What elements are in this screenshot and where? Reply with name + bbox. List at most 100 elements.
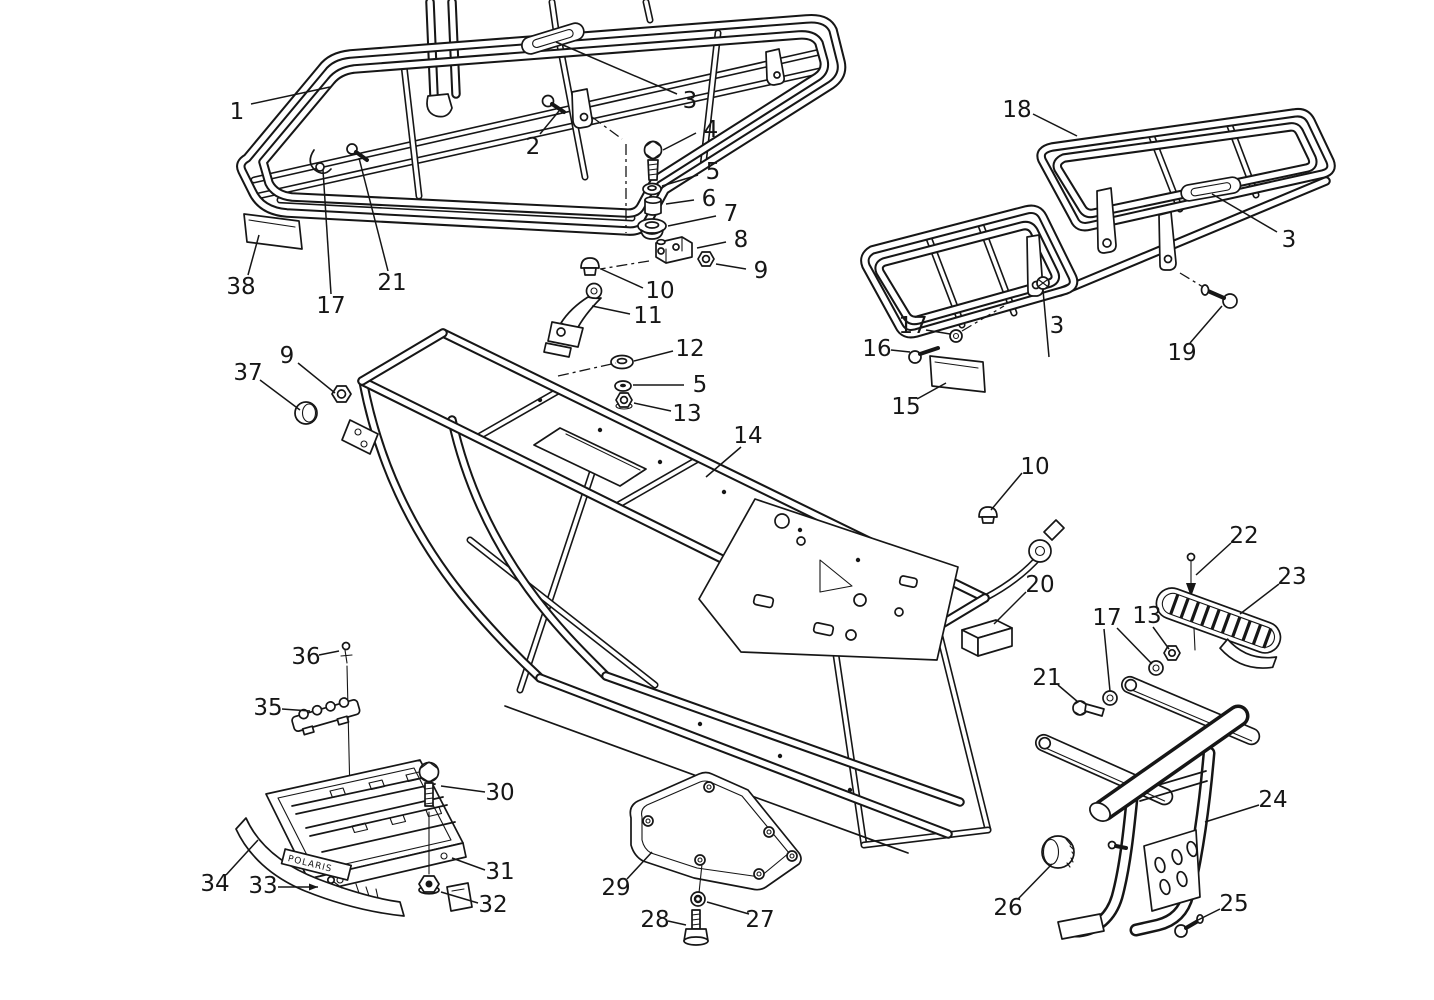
nut-part-13	[615, 392, 633, 410]
callout-label-7: 7	[724, 201, 739, 227]
leader-line-26	[1017, 863, 1053, 900]
rack-slot-bracket	[1180, 176, 1242, 202]
cap-part-10b	[978, 506, 998, 524]
bracket-part-35	[291, 697, 361, 736]
callout-label-13: 13	[672, 401, 701, 427]
leader-line-32	[440, 891, 479, 904]
callout-label-6: 6	[702, 186, 717, 212]
callout-label-37: 37	[233, 360, 262, 386]
callout-label-30: 30	[485, 780, 514, 806]
callout-label-17: 17	[1092, 605, 1121, 631]
bolt-part-28	[683, 909, 709, 946]
cap-part-37	[294, 401, 318, 425]
leader-line-8	[696, 241, 727, 249]
rear-arm-eyelet	[1028, 519, 1065, 563]
leader-line-35	[281, 708, 311, 712]
front-rack	[236, 0, 847, 250]
callout-label-25: 25	[1219, 891, 1248, 917]
callout-label-8: 8	[734, 227, 749, 253]
plate-part-15	[929, 355, 986, 393]
callout-label-17: 17	[316, 293, 345, 319]
skid-plate-assembly	[629, 771, 802, 946]
callout-label-22: 22	[1229, 523, 1258, 549]
callout-label-32: 32	[478, 892, 507, 918]
callout-label-19: 19	[1167, 340, 1196, 366]
leader-line-3	[1211, 193, 1278, 233]
leader-line-3	[555, 41, 678, 95]
callout-label-14: 14	[733, 423, 762, 449]
main-frame	[341, 328, 1065, 854]
nut-part-9	[697, 251, 715, 267]
callout-label-1: 1	[230, 99, 245, 125]
leader-line-17	[1103, 628, 1111, 692]
callout-label-15: 15	[891, 394, 920, 420]
screw-part-33	[326, 875, 343, 889]
bolt-part-21b	[1072, 700, 1105, 717]
leader-line-4	[662, 132, 697, 151]
callout-layer: 1234567891011125131437917213818331716151…	[200, 41, 1307, 933]
callout-label-10: 10	[1020, 454, 1049, 480]
leader-line-36	[318, 650, 340, 656]
skid-plate-holes	[642, 781, 798, 880]
leader-line-25	[1195, 908, 1221, 922]
leader-line-15	[916, 382, 947, 400]
callout-label-34: 34	[200, 871, 229, 897]
leader-line-11	[591, 305, 631, 315]
leader-line-13	[1152, 626, 1170, 650]
callout-label-11: 11	[633, 303, 662, 329]
block-part-20	[961, 619, 1013, 657]
pin-part-36	[340, 641, 353, 664]
leader-line-21	[1057, 684, 1079, 703]
knob-part-26	[1041, 835, 1075, 869]
footrest-pad-part-23	[1155, 587, 1282, 669]
callout-label-24: 24	[1258, 787, 1287, 813]
bolt-part-3-mount	[1036, 276, 1050, 290]
bolt-part-4	[643, 140, 663, 181]
callout-label-21: 21	[377, 270, 406, 296]
leader-line-17	[1116, 627, 1153, 665]
hook-part-17	[309, 149, 332, 175]
leader-line-3	[1042, 289, 1050, 358]
gusset-plate	[698, 498, 959, 661]
leader-arrowhead	[309, 883, 318, 891]
frame-rivets	[537, 397, 861, 793]
callout-label-38: 38	[226, 274, 255, 300]
leader-line-37	[259, 379, 301, 411]
leader-line-23	[1239, 583, 1280, 615]
leader-line-6	[665, 199, 695, 205]
leader-line-30	[440, 785, 486, 793]
mount-tab	[765, 48, 785, 86]
leader-line-9	[297, 362, 336, 394]
upper-hardware	[294, 116, 715, 425]
callout-label-31: 31	[485, 859, 514, 885]
cap-part-10	[580, 257, 600, 276]
mount-strap	[1158, 211, 1177, 271]
callout-label-5: 5	[693, 372, 708, 398]
leader-line-13	[633, 402, 672, 412]
washer-part-17b	[1102, 660, 1164, 706]
callout-label-16: 16	[862, 336, 891, 362]
reflector-part-38	[243, 213, 303, 250]
callout-label-17: 17	[898, 313, 927, 339]
leader-line-1	[250, 86, 331, 105]
callout-label-27: 27	[745, 907, 774, 933]
callout-label-2: 2	[526, 134, 541, 160]
leader-line-12	[633, 350, 674, 362]
callout-label-3: 3	[1282, 227, 1297, 253]
leader-line-20	[993, 591, 1027, 625]
callout-label-35: 35	[253, 695, 282, 721]
bolt-part-19	[1200, 284, 1238, 309]
side-rail-part-34: POLARIS	[235, 817, 473, 917]
leader-line-9	[715, 263, 747, 270]
callout-label-18: 18	[1002, 97, 1031, 123]
pin-part-22	[1186, 552, 1196, 651]
leader-line-10	[990, 472, 1023, 511]
leader-line-19	[1189, 305, 1223, 344]
callout-label-26: 26	[993, 895, 1022, 921]
seat-bracket-plate	[533, 427, 647, 487]
nut-part-13b	[1163, 645, 1181, 661]
callout-label-33: 33	[248, 873, 277, 899]
left-footrest-assembly: POLARIS	[235, 641, 473, 917]
bolt-part-21	[346, 143, 369, 162]
rear-rack	[860, 107, 1336, 393]
